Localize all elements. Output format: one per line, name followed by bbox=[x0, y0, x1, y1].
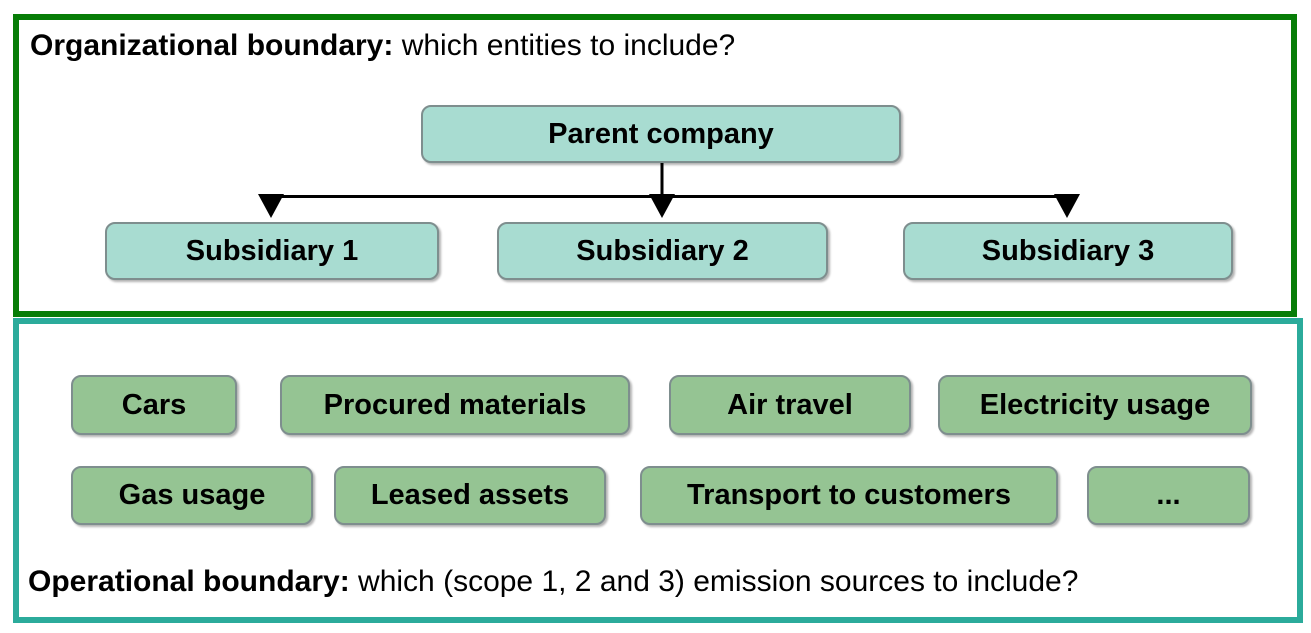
organizational-boundary-title-bold: Organizational boundary: bbox=[30, 29, 394, 62]
emission-source-electricity-usage-node: Electricity usage bbox=[938, 375, 1252, 435]
subsidiary-2-label: Subsidiary 2 bbox=[576, 234, 749, 267]
emission-source-gas-usage-label: Gas usage bbox=[118, 479, 266, 511]
subsidiary-1-node: Subsidiary 1 bbox=[105, 222, 439, 280]
organizational-boundary-section: Organizational boundary: which entities … bbox=[13, 14, 1297, 317]
emission-source-procured-materials-label: Procured materials bbox=[323, 388, 587, 421]
emission-source-electricity-usage-label: Electricity usage bbox=[979, 388, 1211, 421]
emission-source-cars-label: Cars bbox=[121, 388, 187, 421]
emission-source-air-travel-node: Air travel bbox=[669, 375, 911, 435]
arrowhead-subsidiary-2 bbox=[649, 194, 675, 218]
subsidiary-3-label: Subsidiary 3 bbox=[981, 234, 1155, 267]
emission-source-leased-assets-label: Leased assets bbox=[370, 479, 570, 511]
emission-source-transport-to-customers-node: Transport to customers bbox=[640, 466, 1058, 525]
emission-source-leased-assets-node: Leased assets bbox=[334, 466, 606, 525]
emission-source-procured-materials-node: Procured materials bbox=[280, 375, 630, 435]
operational-boundary-caption: Operational boundary: which (scope 1, 2 … bbox=[28, 564, 1078, 600]
arrowhead-subsidiary-3 bbox=[1054, 194, 1080, 218]
emission-source-more-label: ... bbox=[1156, 479, 1181, 511]
emission-source-air-travel-label: Air travel bbox=[727, 388, 853, 421]
operational-boundary-caption-bold: Operational boundary: bbox=[28, 565, 350, 598]
emission-source-more-node: ... bbox=[1087, 466, 1250, 525]
parent-company-node: Parent company bbox=[421, 105, 901, 163]
subsidiary-3-node: Subsidiary 3 bbox=[903, 222, 1233, 280]
subsidiary-2-node: Subsidiary 2 bbox=[497, 222, 828, 280]
emission-source-gas-usage-node: Gas usage bbox=[71, 466, 313, 525]
emission-source-transport-to-customers-label: Transport to customers bbox=[687, 479, 1011, 511]
operational-boundary-caption-rest: which (scope 1, 2 and 3) emission source… bbox=[349, 565, 1079, 598]
parent-company-label: Parent company bbox=[548, 117, 774, 150]
arrowhead-subsidiary-1 bbox=[258, 194, 284, 218]
organizational-boundary-title-rest: which entities to include? bbox=[393, 29, 736, 62]
operational-boundary-section: Cars Procured materials Air travel Elect… bbox=[13, 318, 1303, 623]
subsidiary-1-label: Subsidiary 1 bbox=[185, 234, 359, 267]
emission-source-cars-node: Cars bbox=[71, 375, 237, 435]
organizational-boundary-title: Organizational boundary: which entities … bbox=[30, 28, 735, 64]
